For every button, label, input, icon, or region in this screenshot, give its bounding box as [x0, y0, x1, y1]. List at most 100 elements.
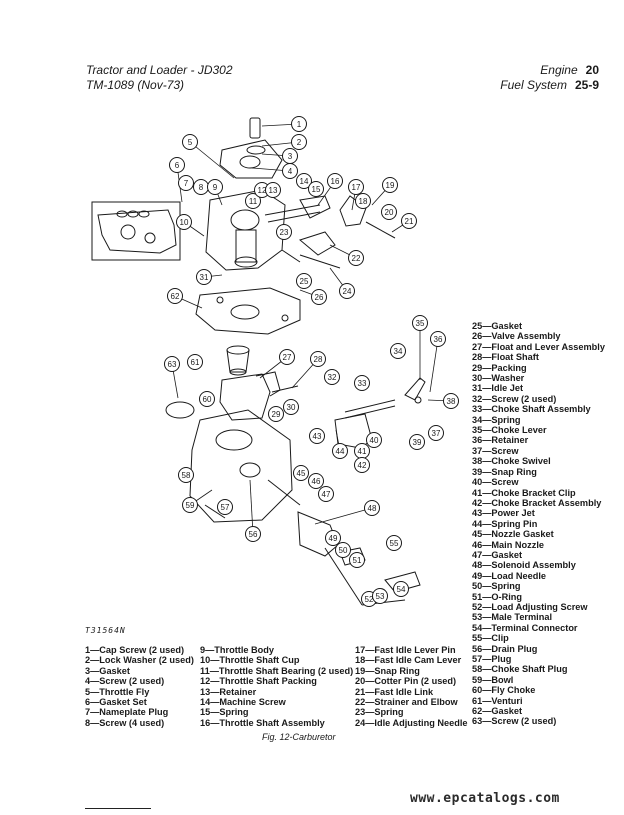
callout-18: 18 — [355, 193, 371, 209]
callout-59: 59 — [182, 497, 198, 513]
callout-circle — [393, 581, 409, 597]
callout-number: 1 — [297, 120, 302, 129]
choke-lever — [404, 377, 426, 401]
callout-circle — [366, 432, 382, 448]
callout-number: 46 — [312, 477, 321, 486]
callout-circle — [325, 530, 341, 546]
callout-circle — [332, 443, 348, 459]
callout-13: 13 — [265, 182, 281, 198]
legend-entry: 49—Load Needle — [472, 570, 547, 581]
legend-entry: 8—Screw (4 used) — [85, 717, 165, 728]
callout-leader — [189, 141, 235, 179]
callout-12: 12 — [254, 182, 270, 198]
page-number: 25-9 — [574, 78, 599, 92]
callout-circle — [276, 224, 292, 240]
callout-circle — [335, 542, 351, 558]
callout-14: 14 — [296, 173, 312, 189]
callout-circle — [354, 375, 370, 391]
callout-number: 7 — [184, 179, 189, 188]
legend-entry: 50—Spring — [472, 581, 521, 592]
gasket-bolt-hole — [216, 296, 224, 304]
callout-circle — [164, 356, 180, 372]
callout-number: 17 — [352, 183, 361, 192]
callout-number: 9 — [213, 183, 218, 192]
callout-number: 59 — [186, 501, 195, 510]
section-name: Engine — [540, 63, 578, 77]
legend-entry: 18—Fast Idle Cam Lever — [355, 655, 462, 666]
legend-entry: 41—Choke Bracket Clip — [472, 487, 576, 498]
legend-entry: 14—Machine Screw — [200, 697, 286, 708]
legend-entry: 21—Fast Idle Link — [355, 686, 434, 697]
callout-42: 42 — [354, 457, 370, 473]
legend-entry: 45—Nozzle Gasket — [472, 529, 554, 540]
watermark: www.epcatalogs.com — [410, 791, 560, 806]
terminal-connector — [384, 571, 421, 593]
callout-8: 8 — [193, 179, 209, 195]
bowl-shape — [189, 409, 293, 523]
callout-circle — [308, 473, 324, 489]
fast-idle-link — [365, 221, 396, 239]
callout-circle — [348, 179, 364, 195]
legend-entry: 54—Terminal Connector — [472, 622, 578, 633]
callout-number: 5 — [188, 138, 193, 147]
callout-38: 38 — [443, 393, 459, 409]
callout-circle — [293, 465, 309, 481]
legend-entry: 20—Cotter Pin (2 used) — [355, 676, 457, 687]
top-gasket-hole — [239, 155, 261, 169]
callout-1: 1 — [291, 116, 307, 132]
throttle-shaft — [264, 204, 321, 216]
gasket-hole — [120, 224, 136, 240]
callout-number: 19 — [386, 181, 395, 190]
callout-circle — [167, 288, 183, 304]
legend-entry: 43—Power Jet — [472, 508, 535, 519]
legend-entry: 36—Retainer — [472, 435, 529, 446]
callout-number: 34 — [394, 347, 403, 356]
main-nozzle — [267, 479, 301, 506]
legend-entry: 62—Gasket — [472, 706, 523, 717]
callout-circle — [282, 163, 298, 179]
callout-circle — [372, 588, 388, 604]
callout-58: 58 — [178, 467, 194, 483]
legend-entry: 61—Venturi — [472, 695, 523, 706]
legend-entry: 4—Screw (2 used) — [85, 676, 165, 687]
callout-7: 7 — [178, 175, 194, 191]
solenoid-shape — [297, 511, 339, 557]
section-number: 20 — [585, 63, 599, 77]
legend-entry: 37—Screw — [472, 445, 519, 456]
callout-number: 8 — [199, 183, 204, 192]
gasket-hole — [116, 210, 128, 218]
legend-entry: 15—Spring — [200, 707, 249, 718]
callout-4: 4 — [282, 163, 298, 179]
callout-number: 24 — [343, 287, 352, 296]
callout-circle — [309, 428, 325, 444]
gasket-hole — [127, 210, 139, 218]
callout-9: 9 — [207, 179, 223, 195]
legend-entry: 7—Nameplate Plug — [85, 707, 169, 718]
callout-circle — [355, 193, 371, 209]
callout-number: 63 — [168, 360, 177, 369]
legend-entry: 27—Float and Lever Assembly — [472, 341, 605, 352]
callout-circle — [310, 351, 326, 367]
choke-shaft — [344, 399, 396, 413]
throttle-body-neck — [235, 229, 257, 263]
callout-57: 57 — [217, 499, 233, 515]
callout-number: 11 — [249, 197, 258, 206]
callout-30: 30 — [283, 399, 299, 415]
callout-number: 33 — [358, 379, 367, 388]
callout-circle — [283, 399, 299, 415]
callout-circle — [348, 250, 364, 266]
legend-entry: 19—Snap Ring — [355, 665, 420, 676]
callout-number: 31 — [200, 273, 209, 282]
callout-number: 22 — [352, 254, 361, 263]
fast-idle-cam — [339, 195, 367, 227]
legend-entry: 24—Idle Adjusting Needle — [355, 717, 468, 728]
callout-31: 31 — [196, 269, 212, 285]
callout-45: 45 — [293, 465, 309, 481]
callout-35: 35 — [412, 315, 428, 331]
legend-entry: 42—Choke Bracket Assembly — [472, 497, 602, 508]
legend-entry: 22—Strainer and Elbow — [355, 697, 458, 708]
callout-44: 44 — [332, 443, 348, 459]
legend-entry: 38—Choke Swivel — [472, 456, 551, 467]
choke-swivel — [414, 396, 422, 404]
